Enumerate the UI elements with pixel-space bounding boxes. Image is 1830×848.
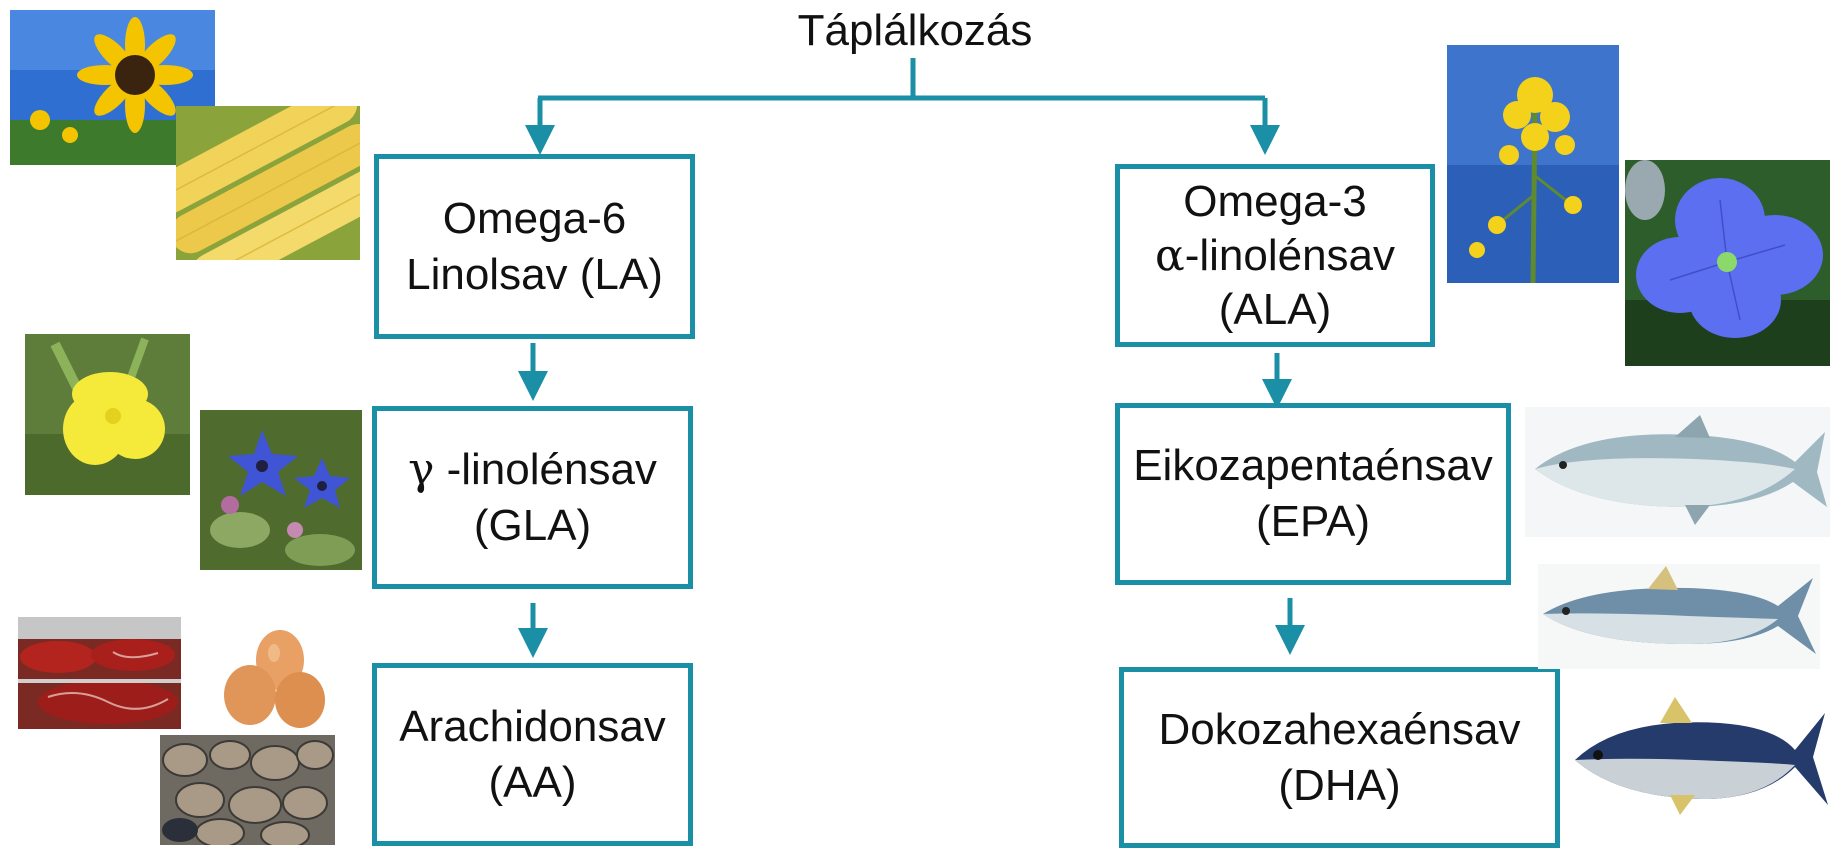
meat-photo xyxy=(18,617,181,729)
omega6-label: Omega-6 xyxy=(442,193,627,243)
corn-photo xyxy=(176,106,360,260)
gla-name-label: -linolénsav xyxy=(434,444,657,494)
omega3-label: Omega-3 xyxy=(1183,176,1367,226)
salmon-photo xyxy=(1525,407,1830,537)
diagram-root-title: Táplálkozás xyxy=(797,6,1033,55)
aa-abbrev-label: (AA) xyxy=(488,757,577,807)
arachidonic-acid-box: Arachidonsav (AA) xyxy=(372,663,693,846)
flax-flower-photo xyxy=(1625,160,1830,366)
herring-photo xyxy=(1538,564,1820,669)
tuna-photo xyxy=(1570,695,1830,820)
la-label: Linolsav (LA) xyxy=(406,249,663,299)
aa-name-label: Arachidonsav xyxy=(399,701,666,751)
rapeseed-photo xyxy=(1447,45,1619,283)
evening-primrose-photo xyxy=(25,334,190,495)
gla-abbrev-label: (GLA) xyxy=(473,500,592,550)
gamma-linolenic-acid-box: γ -linolénsav (GLA) xyxy=(372,406,693,589)
epa-abbrev-label: (EPA) xyxy=(1255,497,1371,546)
epa-box: Eikozapentaénsav (EPA) xyxy=(1115,403,1511,585)
ala-abbrev-label: (ALA) xyxy=(1218,284,1332,334)
clams-photo xyxy=(160,735,335,845)
gamma-symbol: γ xyxy=(408,443,435,495)
eggs-photo xyxy=(210,625,335,733)
epa-name-label: Eikozapentaénsav xyxy=(1133,441,1493,490)
sunflower-photo xyxy=(10,10,215,165)
alpha-symbol: α xyxy=(1154,229,1185,281)
dha-name-label: Dokozahexaénsav xyxy=(1158,704,1521,754)
omega3-alpha-linolenic-acid-box: Omega-3 α-linolénsav (ALA) xyxy=(1115,164,1435,347)
omega6-linoleic-acid-box: Omega-6 Linolsav (LA) xyxy=(374,154,695,339)
dha-box: Dokozahexaénsav (DHA) xyxy=(1119,667,1560,848)
borage-photo xyxy=(200,410,362,570)
ala-name-label: -linolénsav xyxy=(1184,230,1396,280)
dha-abbrev-label: (DHA) xyxy=(1278,760,1401,810)
